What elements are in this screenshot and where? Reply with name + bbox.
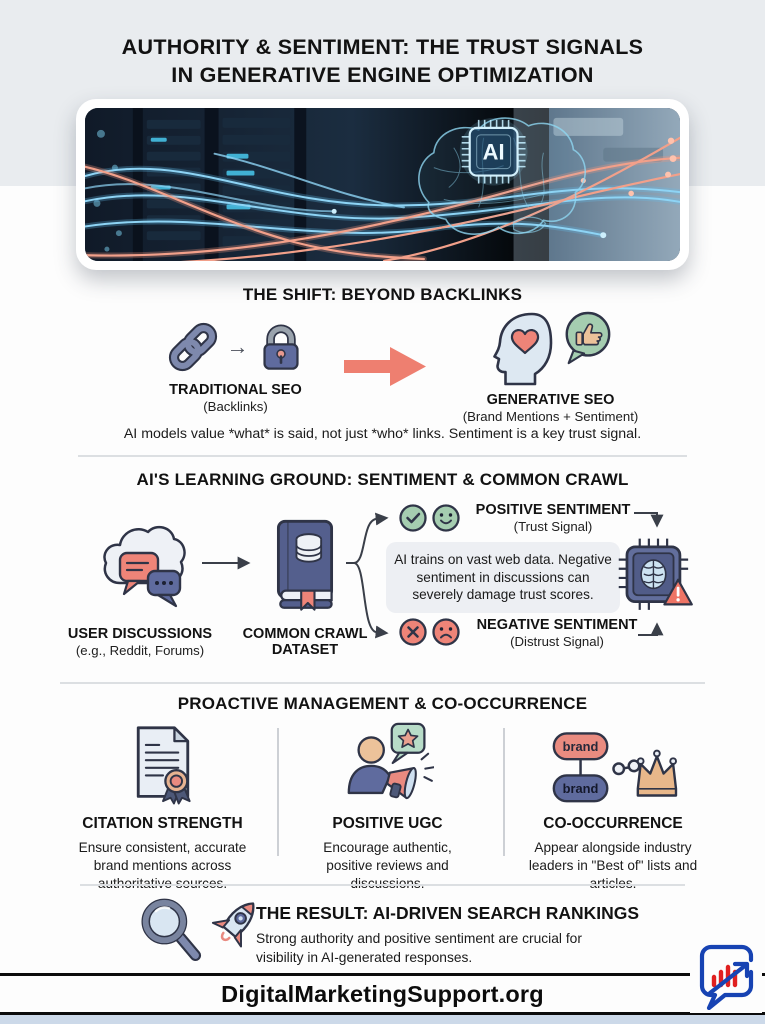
positive-ugc-column: POSITIVE UGC Encourage authentic, positi…: [285, 722, 490, 894]
flow-connectors: [202, 512, 664, 639]
result-heading: THE RESULT: AI-DRIVEN SEARCH RANKINGS: [256, 903, 640, 923]
x-circle-icon: [399, 618, 427, 646]
footer-rule-bottom: [0, 1012, 765, 1015]
certificate-icon: [136, 726, 191, 805]
proactive-heading: PROACTIVE MANAGEMENT & CO-OCCURRENCE: [177, 694, 588, 713]
result-body: Strong authority and positive sentiment …: [256, 931, 582, 965]
hero-image: AI: [85, 108, 680, 261]
traditional-seo-title: TRADITIONAL SEO: [169, 382, 302, 398]
positive-sentiment-title: POSITIVE SENTIMENT: [475, 502, 631, 518]
ai-chip-icon: AI: [459, 117, 528, 186]
padlock-icon: [262, 324, 299, 370]
magnifier-icon: [141, 898, 202, 962]
cloud-discussions-icon: [103, 525, 186, 608]
section-divider: [60, 682, 705, 684]
traditional-seo-subtitle: (Backlinks): [203, 399, 268, 414]
negative-sentiment-subtitle: (Distrust Signal): [510, 634, 604, 649]
person-megaphone-icon: [347, 722, 434, 800]
co-occurrence-title: CO-OCCURRENCE: [543, 815, 683, 832]
common-crawl-title-line2: DATASET: [271, 642, 339, 658]
citation-strength-body: Ensure consistent, accurate brand mentio…: [78, 840, 247, 891]
user-discussions-title: USER DISCUSSIONS: [67, 626, 213, 642]
brand-crown-icon: brand brand: [552, 732, 678, 803]
shift-caption: AI models value *what* is said, not just…: [123, 426, 642, 442]
footer-site: DigitalMarketingSupport.org: [221, 981, 544, 1007]
shift-heading: THE SHIFT: BEYOND BACKLINKS: [242, 285, 523, 304]
rocket-icon: [211, 902, 255, 948]
brand-node-label-top: brand: [563, 739, 599, 754]
column-divider: [277, 728, 279, 856]
chart-bubble-logo-icon: [699, 944, 754, 1010]
footer-strip: [0, 1015, 765, 1024]
big-right-arrow-icon: [344, 347, 426, 386]
check-circle-icon: [399, 504, 427, 532]
proactive-columns: CITATION STRENGTH Ensure consistent, acc…: [0, 722, 765, 891]
co-occurrence-body: Appear alongside industry leaders in "Be…: [528, 840, 698, 891]
section-divider: [80, 884, 685, 886]
positive-sentiment-subtitle: (Trust Signal): [513, 519, 593, 534]
citation-strength-column: CITATION STRENGTH Ensure consistent, acc…: [55, 722, 270, 894]
positive-ugc-body: Encourage authentic, positive reviews an…: [323, 840, 452, 891]
common-crawl-title-line1: COMMON CRAWL: [242, 626, 368, 642]
ai-chip-label: AI: [483, 140, 505, 165]
server-room-ai-brain-art: AI: [85, 108, 680, 261]
small-arrow-icon: →: [226, 334, 249, 359]
footer-logo: [690, 937, 762, 1013]
result-icons: [138, 894, 266, 966]
generative-seo-subtitle: (Brand Mentions + Sentiment): [462, 409, 639, 424]
citation-strength-title: CITATION STRENGTH: [82, 815, 243, 832]
ai-chip-brain-icon: [618, 538, 693, 610]
sad-face-icon: [432, 618, 460, 646]
thumbs-up-bubble-icon: [565, 311, 610, 365]
section-divider: [78, 455, 687, 457]
learning-heading: AI'S LEARNING GROUND: SENTIMENT & COMMON…: [136, 470, 629, 489]
traditional-seo-group: → TRADITIONAL SEO (Backlinks): [148, 318, 323, 414]
user-discussions-subtitle: (e.g., Reddit, Forums): [75, 643, 205, 658]
positive-ugc-title: POSITIVE UGC: [332, 815, 443, 832]
generative-seo-title: GENERATIVE SEO: [486, 392, 615, 408]
footer-rule-top: [0, 973, 765, 976]
hero-frame: AI: [76, 99, 689, 270]
happy-face-icon: [432, 504, 460, 532]
page-title-line1: AUTHORITY & SENTIMENT: THE TRUST SIGNALS: [121, 35, 644, 59]
column-divider: [503, 728, 505, 856]
generative-seo-group: GENERATIVE SEO (Brand Mentions + Sentime…: [458, 310, 643, 424]
page-title-line2: IN GENERATIVE ENGINE OPTIMIZATION: [171, 63, 594, 87]
negative-sentiment-title: NEGATIVE SENTIMENT: [476, 617, 638, 633]
head-heart-icon: [492, 312, 552, 386]
ai-training-note: AI trains on vast web data. Negative sen…: [386, 542, 620, 614]
fiber-cables-orange: [85, 136, 680, 261]
chain-link-icon: [168, 322, 217, 372]
common-crawl-book-icon: [276, 519, 334, 611]
co-occurrence-column: brand brand CO-OCCURRENCE Appear alongsi…: [508, 722, 718, 894]
page-title: AUTHORITY & SENTIMENT: THE TRUST SIGNALS…: [0, 33, 765, 89]
learning-diagram: USER DISCUSSIONS (e.g., Reddit, Forums) …: [0, 495, 765, 687]
result-text: THE RESULT: AI-DRIVEN SEARCH RANKINGS St…: [256, 903, 656, 967]
brand-node-label-bottom: brand: [563, 781, 599, 796]
